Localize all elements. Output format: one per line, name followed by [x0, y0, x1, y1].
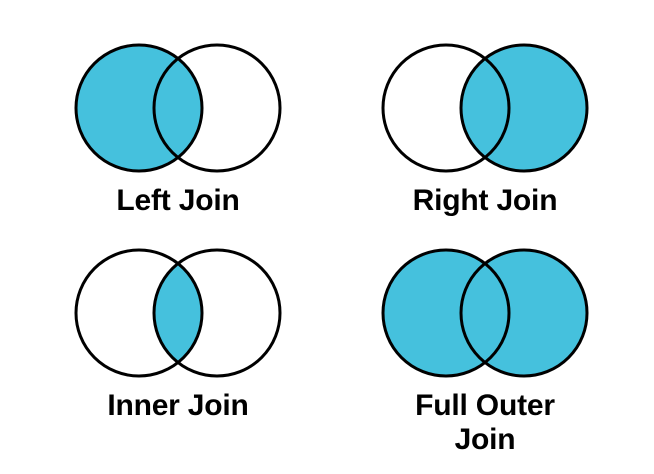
- venn-circle-right-outline: [459, 248, 589, 378]
- venn-circle-right-outline: [152, 248, 282, 378]
- venn-circle-left-outline: [381, 248, 511, 378]
- venn-circle-left-outline: [74, 43, 204, 173]
- join-diagram-inner-join: Inner Join: [63, 247, 293, 423]
- venn-right-join: [380, 42, 590, 174]
- venn-region-intersection: [154, 250, 202, 376]
- venn-circle-left-outline: [74, 248, 204, 378]
- venn-svg-full-outer-join: [381, 248, 589, 378]
- venn-svg-right-join: [381, 43, 589, 173]
- join-label-full-outer-join: Full Outer Join: [415, 389, 555, 456]
- join-diagram-right-join: Right Join: [370, 42, 600, 218]
- join-label-right-join: Right Join: [412, 184, 558, 217]
- venn-region-right-filled: [461, 250, 587, 376]
- venn-circle-left-outline: [381, 43, 511, 173]
- join-label-left-join: Left Join: [116, 184, 240, 217]
- venn-region-intersection: [461, 45, 509, 171]
- join-diagram-full-outer-join: Full Outer Join: [370, 247, 600, 456]
- venn-svg-inner-join: [74, 248, 282, 378]
- venn-circle-right-outline: [459, 43, 589, 173]
- venn-inner-join: [73, 247, 283, 379]
- venn-circle-right-outline: [152, 43, 282, 173]
- join-diagram-left-join: Left Join: [63, 42, 293, 218]
- venn-left-join: [73, 42, 283, 174]
- join-label-inner-join: Inner Join: [107, 389, 249, 422]
- venn-full-outer-join: [380, 247, 590, 379]
- venn-region-intersection: [154, 45, 202, 171]
- venn-svg-left-join: [74, 43, 282, 173]
